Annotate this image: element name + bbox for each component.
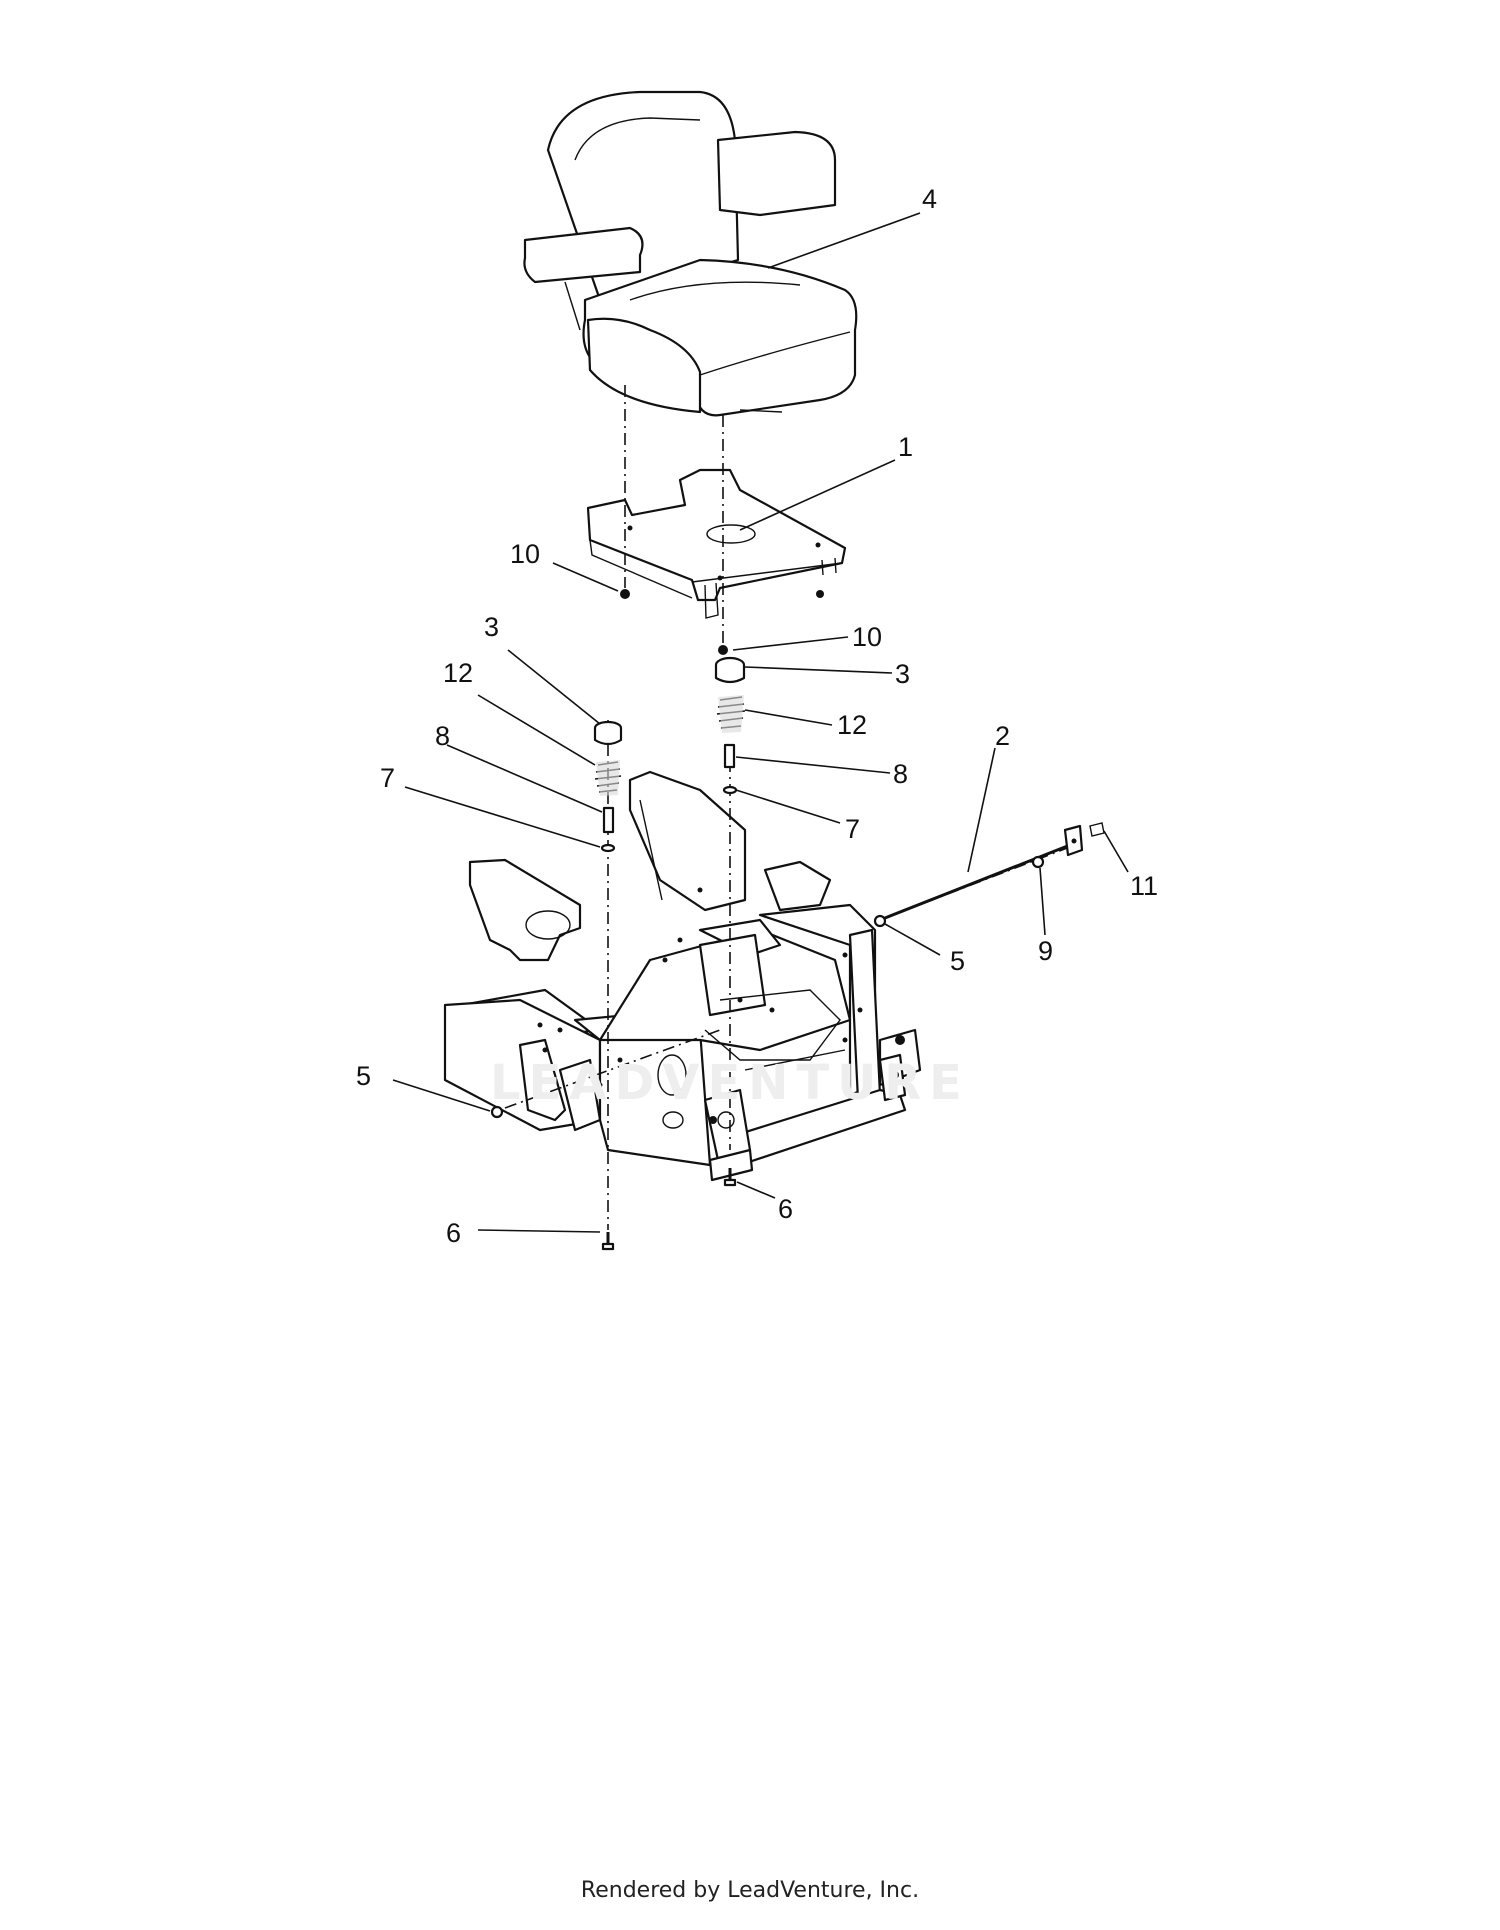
callout-6-right: 6	[778, 1194, 793, 1224]
callout-5-left: 5	[356, 1061, 371, 1091]
rod[interactable]	[884, 824, 1084, 920]
callout-4: 4	[922, 184, 937, 214]
mower-frame[interactable]	[443, 770, 922, 1182]
nut-left[interactable]	[620, 589, 630, 599]
seat-pan[interactable]	[586, 468, 847, 619]
spring-right[interactable]	[716, 695, 746, 733]
callout-8-left: 8	[435, 721, 450, 751]
callout-8-right: 8	[893, 759, 908, 789]
nut-right[interactable]	[718, 590, 824, 655]
callout-12-left: 12	[443, 658, 473, 688]
seat[interactable]	[523, 90, 858, 417]
callout-10-left: 10	[510, 539, 540, 569]
callout-10-right: 10	[852, 622, 882, 652]
bolt-right[interactable]	[873, 914, 887, 928]
callout-3-left: 3	[484, 612, 499, 642]
callout-2: 2	[995, 721, 1010, 751]
washer-right[interactable]	[722, 785, 738, 795]
callout-7-left: 7	[380, 763, 395, 793]
spacer-right[interactable]	[723, 743, 736, 769]
callout-11: 11	[1130, 871, 1158, 901]
bumper-left[interactable]	[593, 720, 623, 746]
clip[interactable]	[1089, 822, 1105, 837]
bolt-bottom-right[interactable]	[723, 1168, 737, 1187]
spring-left[interactable]	[594, 760, 622, 796]
footer-credit: Rendered by LeadVenture, Inc.	[580, 1878, 920, 1903]
callout-5-right: 5	[950, 946, 965, 976]
callout-7-right: 7	[845, 814, 860, 844]
callout-1: 1	[898, 432, 913, 462]
bumper-right[interactable]	[714, 656, 746, 684]
callout-12-right: 12	[837, 710, 867, 740]
washer-left[interactable]	[600, 843, 616, 853]
bolt-bottom-left[interactable]	[601, 1232, 615, 1251]
callout-3-right: 3	[895, 659, 910, 689]
nut-rod[interactable]	[1031, 855, 1045, 869]
bolt-left[interactable]	[490, 1105, 504, 1119]
leader-lines	[392, 212, 1129, 1233]
watermark: LEADVENTURE	[490, 1055, 970, 1111]
callout-labels: 4 1 10 10 3 3 12 12 8 8 7 7 2 11 9 5 5 6…	[356, 184, 1158, 1248]
spacer-left[interactable]	[602, 806, 615, 834]
callout-6-left: 6	[446, 1218, 461, 1248]
callout-9: 9	[1038, 936, 1053, 966]
